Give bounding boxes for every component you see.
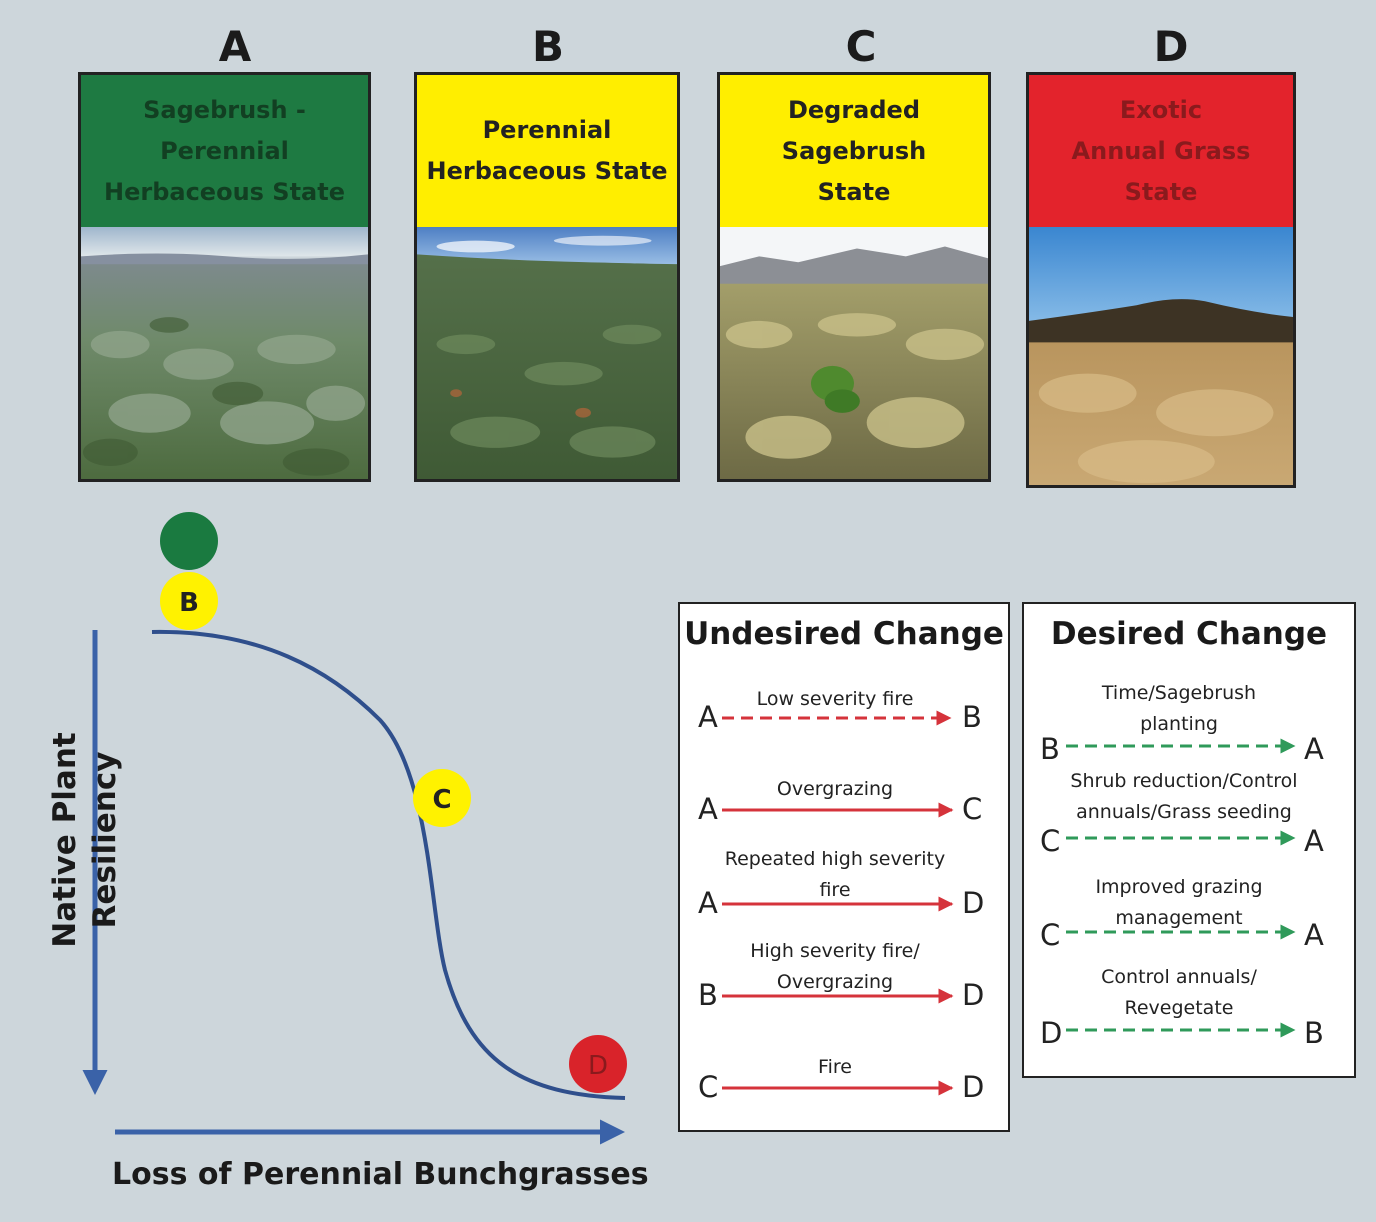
desired-change-title: Desired Change bbox=[1050, 616, 1328, 652]
transition-label: Repeated high severity fire bbox=[724, 848, 946, 901]
transition-from: C bbox=[1040, 824, 1061, 858]
panel-d-header: Exotic Annual Grass State bbox=[1029, 75, 1293, 227]
transition-from: D bbox=[1040, 1016, 1063, 1050]
transition-label: Low severity fire bbox=[756, 688, 914, 710]
panel-b-title: Perennial Herbaceous State bbox=[426, 116, 668, 185]
desired-arrows bbox=[1066, 738, 1296, 1038]
panel-letter-a: A bbox=[218, 22, 252, 71]
panel-d-title: Exotic Annual Grass State bbox=[1071, 95, 1251, 206]
marker-a-circle bbox=[160, 512, 218, 570]
transition-to: D bbox=[962, 886, 985, 920]
transition-from: A bbox=[698, 792, 718, 826]
transition-from: B bbox=[1040, 732, 1060, 766]
undesired-change-legend: Undesired Change Low severity fire A B O… bbox=[678, 602, 1010, 1132]
resiliency-curve-chart: B C D bbox=[82, 512, 627, 1145]
panel-c: Degraded Sagebrush State bbox=[717, 72, 991, 482]
panel-c-photo bbox=[720, 227, 988, 479]
undesired-change-title: Undesired Change bbox=[684, 616, 1004, 652]
transition-to: D bbox=[962, 978, 985, 1012]
transition-from: A bbox=[698, 886, 718, 920]
panel-b-photo bbox=[417, 227, 677, 479]
transition-label: Time/Sagebrush planting bbox=[1101, 682, 1257, 735]
panel-a: Sagebrush - Perennial Herbaceous State bbox=[78, 72, 371, 482]
marker-b-label: B bbox=[179, 588, 199, 618]
transition-label: High severity fire/ Overgrazing bbox=[750, 940, 920, 993]
y-axis-label: Native Plant Resiliency bbox=[47, 732, 123, 948]
marker-d-circle bbox=[569, 1035, 627, 1093]
panel-b-header: Perennial Herbaceous State bbox=[417, 75, 677, 227]
marker-c-circle bbox=[413, 769, 471, 827]
transition-to: A bbox=[1304, 918, 1324, 952]
panel-letter-b: B bbox=[531, 22, 564, 71]
marker-c-label: C bbox=[432, 785, 451, 815]
panel-a-header: Sagebrush - Perennial Herbaceous State bbox=[81, 75, 368, 227]
marker-d-label: D bbox=[588, 1051, 608, 1081]
transition-label: Overgrazing bbox=[776, 778, 894, 800]
panel-c-header: Degraded Sagebrush State bbox=[720, 75, 988, 227]
panel-letter-c: C bbox=[845, 22, 877, 71]
transition-label: Fire bbox=[818, 1056, 852, 1078]
transition-from: B bbox=[698, 978, 718, 1012]
panel-letter-d: D bbox=[1153, 22, 1189, 71]
transition-to: B bbox=[962, 700, 982, 734]
marker-b-circle bbox=[160, 572, 218, 630]
transition-from: C bbox=[698, 1070, 719, 1104]
panel-c-title: Degraded Sagebrush State bbox=[781, 95, 927, 206]
panel-d: Exotic Annual Grass State bbox=[1026, 72, 1296, 488]
transition-label: Improved grazing management bbox=[1095, 876, 1263, 929]
undesired-arrows bbox=[722, 710, 954, 1096]
resiliency-curve bbox=[151, 629, 626, 1100]
transition-from: C bbox=[1040, 918, 1061, 952]
panel-d-photo bbox=[1029, 227, 1293, 485]
transition-to: A bbox=[1304, 732, 1324, 766]
panel-b: Perennial Herbaceous State bbox=[414, 72, 680, 482]
transition-from: A bbox=[698, 700, 718, 734]
desired-change-legend: Desired Change Time/Sagebrush planting B… bbox=[1022, 602, 1356, 1078]
transition-label: Control annuals/ Revegetate bbox=[1101, 966, 1257, 1019]
panel-a-photo bbox=[81, 227, 368, 479]
x-axis-label: Loss of Perennial Bunchgrasses bbox=[112, 1157, 649, 1192]
transition-to: D bbox=[962, 1070, 985, 1104]
transition-to: C bbox=[962, 792, 983, 826]
transition-to: B bbox=[1304, 1016, 1324, 1050]
panel-a-title: Sagebrush - Perennial Herbaceous State bbox=[104, 95, 345, 206]
transition-label: Shrub reduction/Control annuals/Grass se… bbox=[1070, 770, 1298, 823]
transition-to: A bbox=[1304, 824, 1324, 858]
